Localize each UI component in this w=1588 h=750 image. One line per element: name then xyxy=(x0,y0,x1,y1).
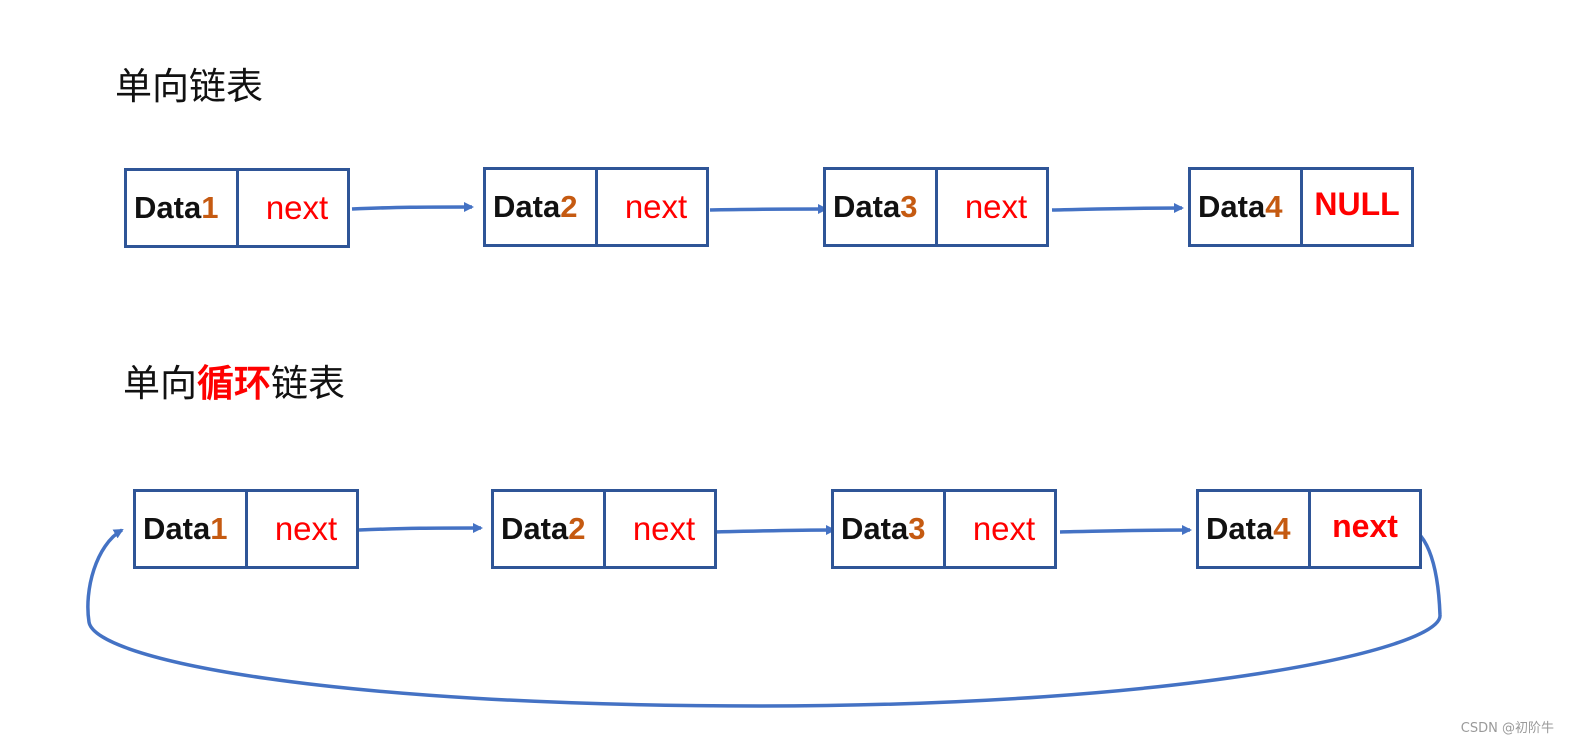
loop-back-arrow xyxy=(86,525,1442,708)
node-data-label: Data xyxy=(833,189,901,224)
circular-title-prefix: 单向 xyxy=(123,362,197,405)
arrow-c-2-3 xyxy=(711,525,836,536)
node-pointer-label: next xyxy=(632,510,696,547)
node-pointer-label: next xyxy=(1332,507,1398,544)
arrow-c-3-4 xyxy=(1059,525,1192,536)
arrow-c-1-2 xyxy=(358,523,483,534)
node-pointer-cell: next xyxy=(598,170,706,244)
node-pointer-cell: next xyxy=(239,171,347,245)
node-data-number: 4 xyxy=(1273,511,1291,546)
node-data-number: 3 xyxy=(908,511,926,546)
node-data-label: Data xyxy=(1206,511,1274,546)
node-data-number: 2 xyxy=(560,189,578,224)
node-data-label: Data xyxy=(493,189,561,224)
node-data-label: Data xyxy=(1198,189,1266,224)
node-data-number: 2 xyxy=(568,511,586,546)
node-pointer-label: next xyxy=(274,510,338,547)
node-pointer-cell: next xyxy=(938,170,1046,244)
node-data-number: 1 xyxy=(210,511,228,546)
node-pointer-cell: next xyxy=(1311,492,1419,566)
circular-title-suffix: 链表 xyxy=(271,362,345,405)
node-data-number: 3 xyxy=(900,189,918,224)
node-pointer-label: next xyxy=(624,188,688,225)
circular-title-highlight: 循环 xyxy=(197,362,271,405)
singly-linked-title: 单向链表 xyxy=(115,68,263,105)
node-data-label: Data xyxy=(134,190,202,225)
node-pointer-cell: next xyxy=(946,492,1054,566)
node-data-label: Data xyxy=(501,511,569,546)
node-data-number: 1 xyxy=(201,190,219,225)
node-data-label: Data xyxy=(841,511,909,546)
node-pointer-label: next xyxy=(964,188,1028,225)
node-pointer-label: next xyxy=(265,189,329,226)
arrow-1-2 xyxy=(351,202,474,213)
node-pointer-label: next xyxy=(972,510,1036,547)
node-data-label: Data xyxy=(143,511,211,546)
node-null-cell: NULL xyxy=(1303,170,1411,244)
node-data-number: 4 xyxy=(1265,189,1283,224)
node-null-label: NULL xyxy=(1314,185,1400,222)
arrow-2-3 xyxy=(709,204,828,215)
node-pointer-cell: next xyxy=(248,492,356,566)
node-pointer-cell: next xyxy=(606,492,714,566)
watermark: CSDN @初阶牛 xyxy=(1460,721,1554,736)
circular-linked-title: 单向循环链表 xyxy=(123,365,345,402)
arrow-3-4 xyxy=(1051,203,1184,214)
singly-linked-title-text: 单向链表 xyxy=(115,65,263,108)
